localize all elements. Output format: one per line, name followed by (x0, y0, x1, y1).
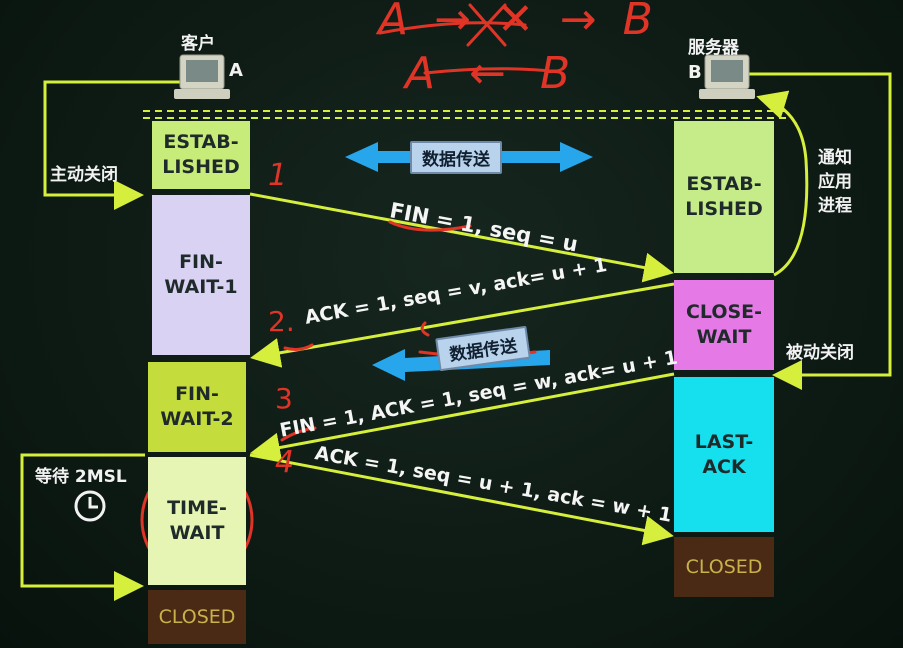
step-mark-1: 1 (268, 158, 288, 193)
passive-close-loop (748, 72, 892, 390)
wait-2msl-label: 等待 2MSL (35, 467, 127, 487)
server-computer-icon (699, 54, 755, 99)
client-title: 客户 (181, 34, 215, 54)
client-state-established: ESTAB- LISHED (152, 121, 250, 189)
server-letter: B (688, 62, 702, 83)
server-state-last-ack: LAST- ACK (674, 377, 774, 532)
step-mark-3: 3 (275, 382, 293, 415)
active-close-loop (43, 80, 182, 210)
client-state-closed: CLOSED (148, 590, 246, 644)
client-letter: A (229, 60, 243, 81)
active-close-label: 主动关闭 (50, 165, 118, 185)
client-state-fin-wait-2: FIN- WAIT-2 (148, 362, 246, 452)
step-mark-2: 2. (268, 305, 295, 338)
step-mark-4: 4 (275, 445, 295, 480)
client-computer-icon (174, 54, 230, 99)
passive-close-label: 被动关闭 (786, 343, 854, 363)
scribble-line-2: A ← B (405, 48, 581, 99)
client-state-fin-wait-1: FIN- WAIT-1 (152, 195, 250, 355)
data-transfer-badge-1: 数据传送 (410, 141, 502, 174)
message-arrow-4 (249, 453, 674, 546)
scribble-line-1: A → ✕ → B (378, 0, 659, 45)
message-arrow-3 (250, 372, 675, 463)
server-state-established: ESTAB- LISHED (674, 121, 774, 273)
client-state-time-wait: TIME- WAIT (148, 457, 246, 585)
message-arrow-1 (249, 192, 674, 283)
clock-icon (74, 490, 106, 522)
server-state-closed: CLOSED (674, 537, 774, 597)
notify-app-arrow (756, 90, 809, 277)
server-state-close-wait: CLOSE- WAIT (674, 280, 774, 370)
notify-app-label: 通知 应用 进程 (818, 148, 852, 216)
message-arrow-2 (250, 282, 675, 368)
wait-2msl-loop (20, 453, 145, 601)
server-title: 服务器 (688, 38, 739, 58)
